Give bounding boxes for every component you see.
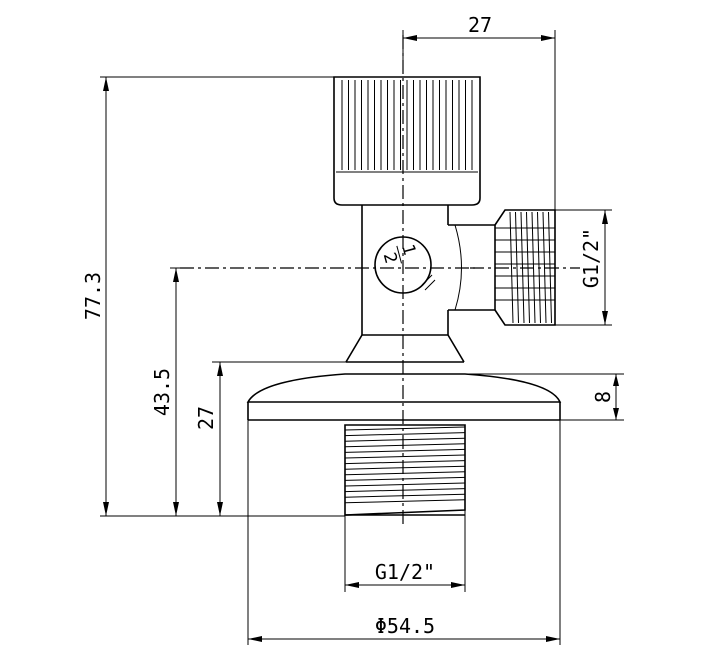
handle-knob bbox=[333, 76, 481, 206]
hatch-line bbox=[344, 426, 466, 431]
hatch-line bbox=[515, 211, 519, 324]
hatch-line bbox=[344, 465, 466, 470]
hatch-line bbox=[344, 476, 466, 481]
dim-top-width: 27 bbox=[402, 13, 556, 210]
bottom-thread bbox=[344, 424, 466, 516]
hatch-line bbox=[509, 211, 514, 324]
hatch-line bbox=[344, 488, 466, 493]
dim-side-thread-label: G1/2" bbox=[579, 228, 603, 288]
hatch-line bbox=[344, 448, 466, 453]
size-mark: 1 2 bbox=[374, 236, 436, 294]
flange-cover bbox=[246, 373, 562, 421]
dim-total-height-label: 77.3 bbox=[81, 272, 105, 320]
center-lines bbox=[180, 35, 580, 525]
dim-bottom-thread-label: G1/2" bbox=[375, 560, 435, 584]
dim-base-height: 27 bbox=[194, 361, 346, 516]
hatch-line bbox=[542, 211, 547, 324]
dim-top-width-label: 27 bbox=[468, 13, 492, 37]
hatch-line bbox=[344, 437, 466, 442]
hatch-line bbox=[344, 454, 466, 459]
hatch-line bbox=[344, 482, 466, 487]
size-mark-numerator: 1 bbox=[397, 242, 419, 258]
hatch-line bbox=[344, 493, 466, 498]
dim-flange-thickness-label: 8 bbox=[591, 391, 615, 403]
dim-flange-diameter-label: Φ54.5 bbox=[375, 614, 435, 638]
hatch-line bbox=[344, 460, 466, 465]
valve-body bbox=[345, 205, 495, 363]
hatch-line bbox=[344, 443, 466, 448]
knob-knurl-lines bbox=[336, 80, 478, 173]
hatch-line bbox=[344, 499, 466, 504]
dim-base-height-label: 27 bbox=[194, 406, 218, 430]
dim-side-thread: G1/2" bbox=[555, 209, 612, 326]
hatch-line bbox=[344, 432, 466, 437]
dim-center-height-label: 43.5 bbox=[150, 368, 174, 416]
dim-bottom-thread: G1/2" bbox=[344, 510, 466, 592]
dim-flange-diameter: Φ54.5 bbox=[247, 420, 561, 645]
size-mark-denominator: 2 bbox=[379, 250, 401, 266]
dim-center-height: 43.5 bbox=[150, 267, 180, 516]
bottom-thread-ridges bbox=[344, 426, 466, 504]
hatch-line bbox=[344, 471, 466, 476]
dim-flange-thickness: 8 bbox=[465, 373, 624, 421]
dim-total-height: 77.3 bbox=[81, 76, 345, 517]
